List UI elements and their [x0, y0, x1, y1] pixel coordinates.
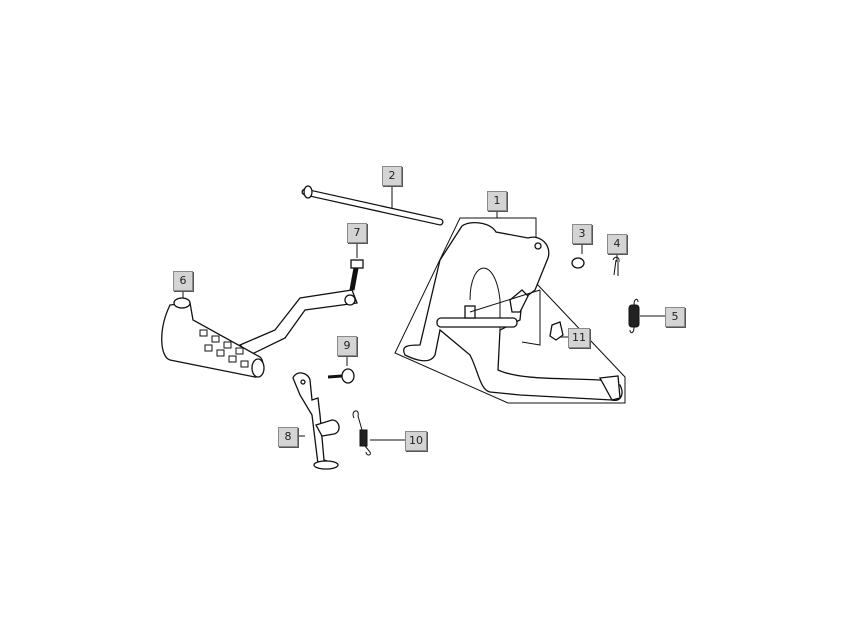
part-2-shaft	[301, 185, 444, 226]
part-6-kick-lever	[161, 289, 358, 378]
callout-3[interactable]: 3	[572, 224, 592, 244]
callout-8[interactable]: 8	[278, 427, 298, 447]
callout-2[interactable]: 2	[382, 166, 402, 186]
callout-9[interactable]: 9	[337, 336, 357, 356]
center-stand-frame-outline	[394, 217, 626, 404]
part-4-cotter-pin	[612, 256, 620, 276]
part-10-spring	[352, 410, 371, 456]
callout-4[interactable]: 4	[607, 234, 627, 254]
callout-7[interactable]: 7	[347, 223, 367, 243]
part-7-bolt	[349, 259, 364, 291]
callout-1[interactable]: 1	[487, 191, 507, 211]
callout-6[interactable]: 6	[173, 271, 193, 291]
part-3-washer	[571, 257, 585, 269]
leader-lines	[182, 184, 666, 441]
part-5-spring	[628, 298, 640, 334]
part-8-side-stand	[292, 372, 340, 470]
part-11-clip	[549, 321, 564, 341]
part-1-center-stand	[403, 221, 623, 401]
callout-11[interactable]: 11	[568, 328, 590, 348]
callout-10[interactable]: 10	[405, 431, 427, 451]
part-9-pivot-pin	[327, 368, 355, 384]
callout-5[interactable]: 5	[665, 307, 685, 327]
